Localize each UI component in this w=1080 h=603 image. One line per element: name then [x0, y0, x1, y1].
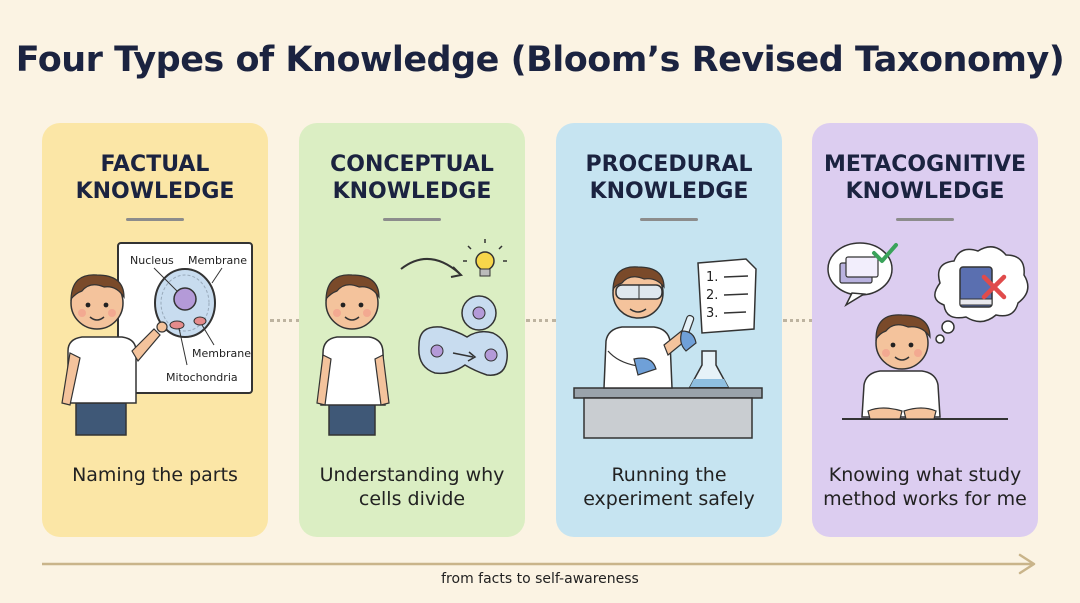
- card-caption: Running the experiment safely: [564, 463, 774, 511]
- heading-divider: [126, 218, 184, 221]
- conceptual-illustration: [316, 239, 508, 436]
- student-figure: [316, 274, 390, 436]
- procedural-illustration: 1. 2. 3.: [573, 258, 763, 439]
- card-metacognitive: METACOGNITIVE KNOWLEDGE: [812, 123, 1038, 537]
- card-heading: PROCEDURAL KNOWLEDGE: [556, 151, 782, 205]
- heading-line: KNOWLEDGE: [845, 179, 1005, 204]
- heading-line: KNOWLEDGE: [332, 179, 492, 204]
- label-membrane: Membrane: [188, 254, 247, 267]
- heading-line: KNOWLEDGE: [589, 179, 749, 204]
- cross-icon: [981, 274, 1007, 300]
- heading-line: FACTUAL: [100, 152, 210, 177]
- caption-line: Naming the parts: [72, 464, 238, 486]
- dividing-cell: [418, 326, 508, 376]
- card-caption: Knowing what study method works for me: [820, 463, 1030, 511]
- heading-line: METACOGNITIVE: [824, 152, 1026, 177]
- step-number: 2.: [706, 288, 718, 303]
- lab-bench: [583, 397, 753, 439]
- caption-line: cells divide: [358, 488, 466, 510]
- label-membrane: Membrane: [192, 347, 251, 360]
- card-caption: Understanding why cells divide: [307, 463, 517, 511]
- thought-cloud: [934, 246, 1029, 344]
- dotted-connector: [783, 319, 813, 322]
- lightbulb-icon: [463, 239, 507, 277]
- speech-bubble: [827, 242, 898, 308]
- page-title: Four Types of Knowledge (Bloom’s Revised…: [15, 40, 1065, 80]
- heading-divider: [640, 218, 698, 221]
- label-nucleus: Nucleus: [130, 254, 174, 267]
- student-figure: [603, 266, 697, 389]
- mitochondria: [193, 316, 207, 326]
- dotted-connector: [526, 319, 556, 322]
- caption-line: Running the: [611, 464, 727, 486]
- card-procedural: PROCEDURAL KNOWLEDGE 1. 2. 3.: [556, 123, 782, 537]
- check-icon: [872, 243, 898, 263]
- card-caption: Naming the parts: [50, 463, 260, 487]
- caption-line: Knowing what study: [828, 464, 1022, 486]
- nucleus: [173, 287, 197, 311]
- step-number: 3.: [706, 306, 718, 321]
- card-heading: METACOGNITIVE KNOWLEDGE: [812, 151, 1038, 205]
- dotted-connector: [270, 319, 300, 322]
- heading-line: CONCEPTUAL: [330, 152, 494, 177]
- heading-line: KNOWLEDGE: [75, 179, 235, 204]
- student-figure: [61, 274, 168, 436]
- heading-line: PROCEDURAL: [585, 152, 753, 177]
- progression-arrow: [42, 553, 1036, 575]
- card-factual: FACTUAL KNOWLEDGE Nucleus Membrane Membr…: [42, 123, 268, 537]
- cell-membrane-inner: [160, 274, 210, 332]
- flashcard: [845, 256, 879, 278]
- mitochondria: [169, 320, 185, 330]
- progression-label: from facts to self-awareness: [441, 571, 639, 587]
- caption-line: experiment safely: [583, 488, 755, 510]
- heading-divider: [383, 218, 441, 221]
- card-heading: CONCEPTUAL KNOWLEDGE: [299, 151, 525, 205]
- caption-line: method works for me: [823, 488, 1027, 510]
- factual-illustration: Nucleus Membrane Membrane Mitochondria: [61, 242, 253, 436]
- card-conceptual: CONCEPTUAL KNOWLEDGE: [299, 123, 525, 537]
- caption-line: Understanding why: [319, 464, 505, 486]
- checklist-paper: [697, 258, 757, 334]
- card-heading: FACTUAL KNOWLEDGE: [42, 151, 268, 205]
- metacognitive-illustration: [827, 242, 1029, 420]
- heading-divider: [896, 218, 954, 221]
- label-mitochondria: Mitochondria: [166, 371, 238, 384]
- thought-arrow: [400, 257, 460, 274]
- lab-bench-top: [573, 387, 763, 399]
- step-number: 1.: [706, 270, 718, 285]
- student-figure: [861, 314, 941, 420]
